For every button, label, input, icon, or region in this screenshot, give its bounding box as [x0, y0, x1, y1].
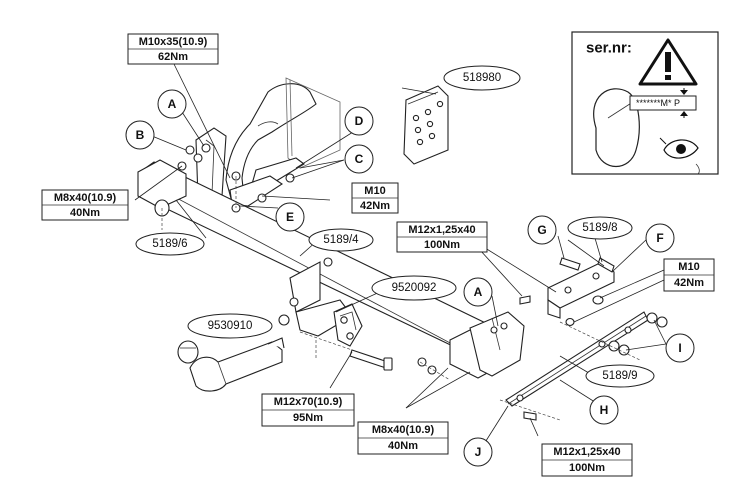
- svg-text:5189/8: 5189/8: [582, 222, 617, 234]
- svg-text:M12x1,25x40: M12x1,25x40: [408, 224, 475, 236]
- svg-text:518980: 518980: [463, 72, 501, 84]
- torque-box-left-bolt: M8x40(10.9) 40Nm: [41, 189, 129, 221]
- svg-text:I: I: [678, 341, 681, 355]
- towbar-plate-outline: [593, 88, 640, 167]
- svg-text:42Nm: 42Nm: [360, 200, 390, 212]
- callout-d: D: [344, 106, 374, 136]
- right-upper-bracket: [547, 257, 615, 319]
- torque-box-right-bolt-upper: M12x1,25x40 100Nm: [396, 221, 488, 253]
- svg-text:5189/6: 5189/6: [152, 238, 187, 250]
- svg-text:*******M* P: *******M* P: [636, 98, 680, 108]
- svg-text:D: D: [355, 114, 364, 128]
- svg-text:5189/4: 5189/4: [323, 234, 359, 246]
- callout-f: F: [645, 223, 675, 253]
- callout-b: B: [125, 120, 155, 150]
- svg-text:100Nm: 100Nm: [424, 239, 460, 251]
- torque-box-right-nut: M10 42Nm: [663, 258, 715, 292]
- svg-text:G: G: [537, 223, 546, 237]
- svg-text:62Nm: 62Nm: [158, 51, 188, 63]
- serial-plate: [629, 95, 697, 111]
- svg-text:M8x40(10.9): M8x40(10.9): [372, 424, 435, 436]
- serial-number-panel: ser.nr: *******M* P: [571, 31, 719, 175]
- svg-text:A: A: [474, 285, 483, 299]
- svg-text:M12x70(10.9): M12x70(10.9): [274, 396, 343, 408]
- eye-icon: [659, 137, 700, 175]
- svg-text:9520092: 9520092: [392, 282, 437, 294]
- tow-ball: [177, 337, 285, 392]
- svg-text:100Nm: 100Nm: [569, 462, 605, 474]
- svg-text:42Nm: 42Nm: [674, 277, 704, 289]
- callout-j: J: [463, 437, 493, 467]
- svg-text:40Nm: 40Nm: [70, 207, 100, 219]
- part-number-socket-bracket: 9520092: [371, 275, 457, 301]
- socket-bracket: [278, 261, 363, 347]
- callout-i: I: [665, 333, 695, 363]
- callout-g: G: [527, 215, 557, 245]
- warning-triangle-icon: [638, 38, 698, 86]
- svg-text:J: J: [475, 445, 482, 459]
- svg-text:M12x1,25x40: M12x1,25x40: [553, 446, 620, 458]
- svg-text:M10: M10: [678, 261, 699, 273]
- callout-e: E: [275, 202, 305, 232]
- svg-text:F: F: [656, 231, 663, 245]
- part-number-crossbar: 5189/4: [308, 228, 374, 252]
- svg-text:M10: M10: [364, 185, 385, 197]
- svg-text:C: C: [355, 152, 364, 166]
- support-bar: [505, 311, 649, 407]
- callout-a-right: A: [463, 277, 493, 307]
- part-number-support-bar: 5189/9: [585, 364, 655, 388]
- svg-text:E: E: [286, 210, 294, 224]
- part-number-tow-ball: 9530910: [187, 313, 273, 339]
- svg-text:M10x35(10.9): M10x35(10.9): [139, 36, 208, 48]
- torque-box-lower-right-bolt: M8x40(10.9) 40Nm: [357, 421, 449, 455]
- svg-text:95Nm: 95Nm: [293, 412, 323, 424]
- torque-box-bottom-bolt: M12x1,25x40 100Nm: [541, 443, 633, 477]
- part-number-left-bracket: 5189/6: [135, 232, 205, 256]
- right-end-bracket: [469, 311, 525, 377]
- svg-text:9530910: 9530910: [208, 320, 253, 332]
- assembly-lines: [161, 176, 641, 421]
- part-number-right-bracket: 5189/8: [567, 216, 633, 240]
- center-mounting-bracket: [229, 77, 341, 207]
- callout-c: C: [344, 144, 374, 174]
- callout-h: H: [589, 395, 619, 425]
- callout-a-left: A: [157, 89, 187, 119]
- svg-text:H: H: [600, 403, 609, 417]
- svg-text:5189/9: 5189/9: [602, 370, 637, 382]
- svg-text:M8x40(10.9): M8x40(10.9): [54, 192, 117, 204]
- svg-text:40Nm: 40Nm: [388, 440, 418, 452]
- svg-text:A: A: [168, 97, 177, 111]
- svg-text:B: B: [136, 128, 145, 142]
- socket-plate: [403, 85, 449, 165]
- torque-box-center-nut: M10 42Nm: [351, 182, 399, 214]
- part-number-socket-plate: 518980: [443, 65, 521, 91]
- serial-number-title: ser.nr:: [586, 40, 632, 57]
- torque-box-lower-center-bolt: M12x70(10.9) 95Nm: [261, 393, 355, 427]
- torque-box-top-bolt: M10x35(10.9) 62Nm: [127, 33, 219, 65]
